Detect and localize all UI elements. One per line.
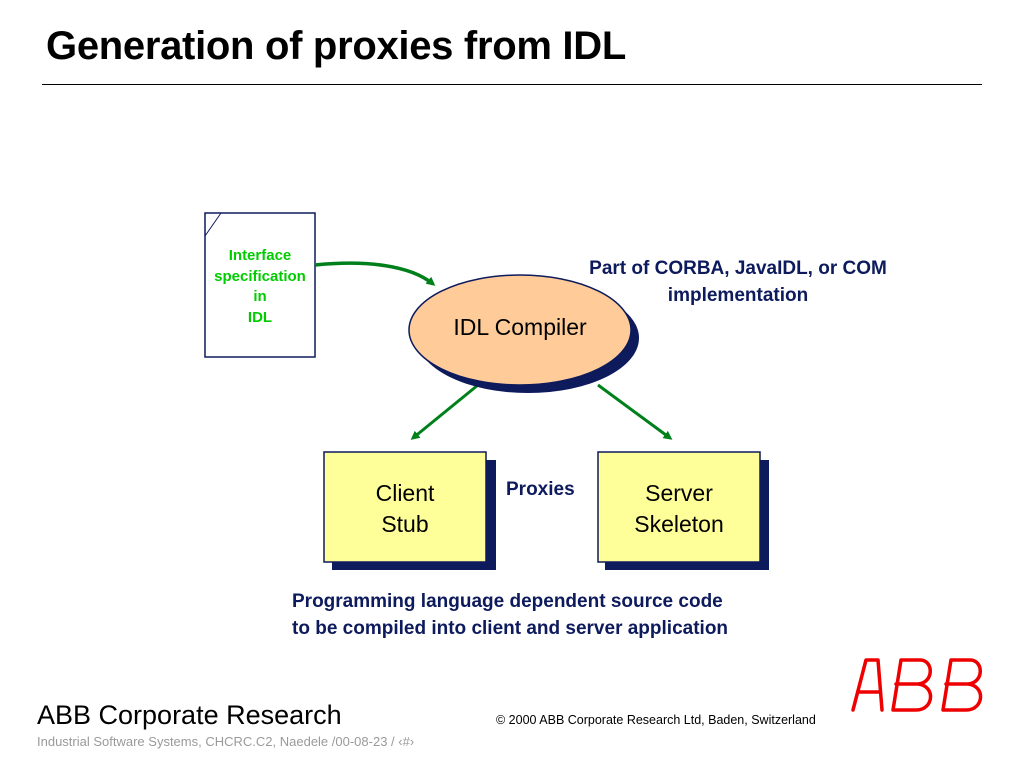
idl-document-text: Interface specification in IDL [205, 246, 315, 328]
server-skeleton-line: Server [645, 480, 713, 506]
compiler-to-server-arrow [597, 383, 673, 440]
document-to-compiler-arrow [314, 261, 436, 286]
idl-document [204, 212, 316, 358]
slide-title: Generation of proxies from IDL [46, 24, 626, 68]
abb-logo [851, 658, 983, 712]
footer-copyright: © 2000 ABB Corporate Research Ltd, Baden… [496, 713, 816, 727]
idl-document-line: IDL [247, 308, 273, 326]
source-code-note: Programming language dependent source co… [292, 588, 728, 642]
idl-compiler-node [408, 274, 639, 393]
client-stub-line: Client [375, 480, 435, 506]
implementation-note-line: implementation [667, 285, 809, 306]
source-code-note-line: Programming language dependent source co… [292, 591, 723, 612]
client-stub-box [323, 451, 496, 570]
idl-document-line: in [253, 288, 267, 305]
idl-document-line: Interface [228, 247, 292, 264]
server-skeleton-box [597, 451, 769, 570]
source-code-note-line: to be compiled into client and server ap… [292, 618, 729, 639]
client-stub-line: Stub [381, 511, 429, 537]
proxies-label: Proxies [506, 479, 575, 500]
footer-subtitle: Industrial Software Systems, CHCRC.C2, N… [37, 734, 415, 749]
compiler-to-client-arrow [410, 383, 479, 440]
implementation-note: Part of CORBA, JavaIDL, or COM implement… [540, 255, 936, 309]
footer-organization: ABB Corporate Research [37, 700, 342, 730]
server-skeleton-label: Server Skeleton [598, 478, 760, 540]
client-stub-label: Client Stub [324, 478, 486, 540]
idl-compiler-label: IDL Compiler [453, 314, 587, 340]
idl-document-line: specification [214, 267, 306, 285]
implementation-note-line: Part of CORBA, JavaIDL, or COM [589, 258, 887, 279]
server-skeleton-line: Skeleton [634, 511, 724, 537]
title-divider [42, 84, 982, 85]
